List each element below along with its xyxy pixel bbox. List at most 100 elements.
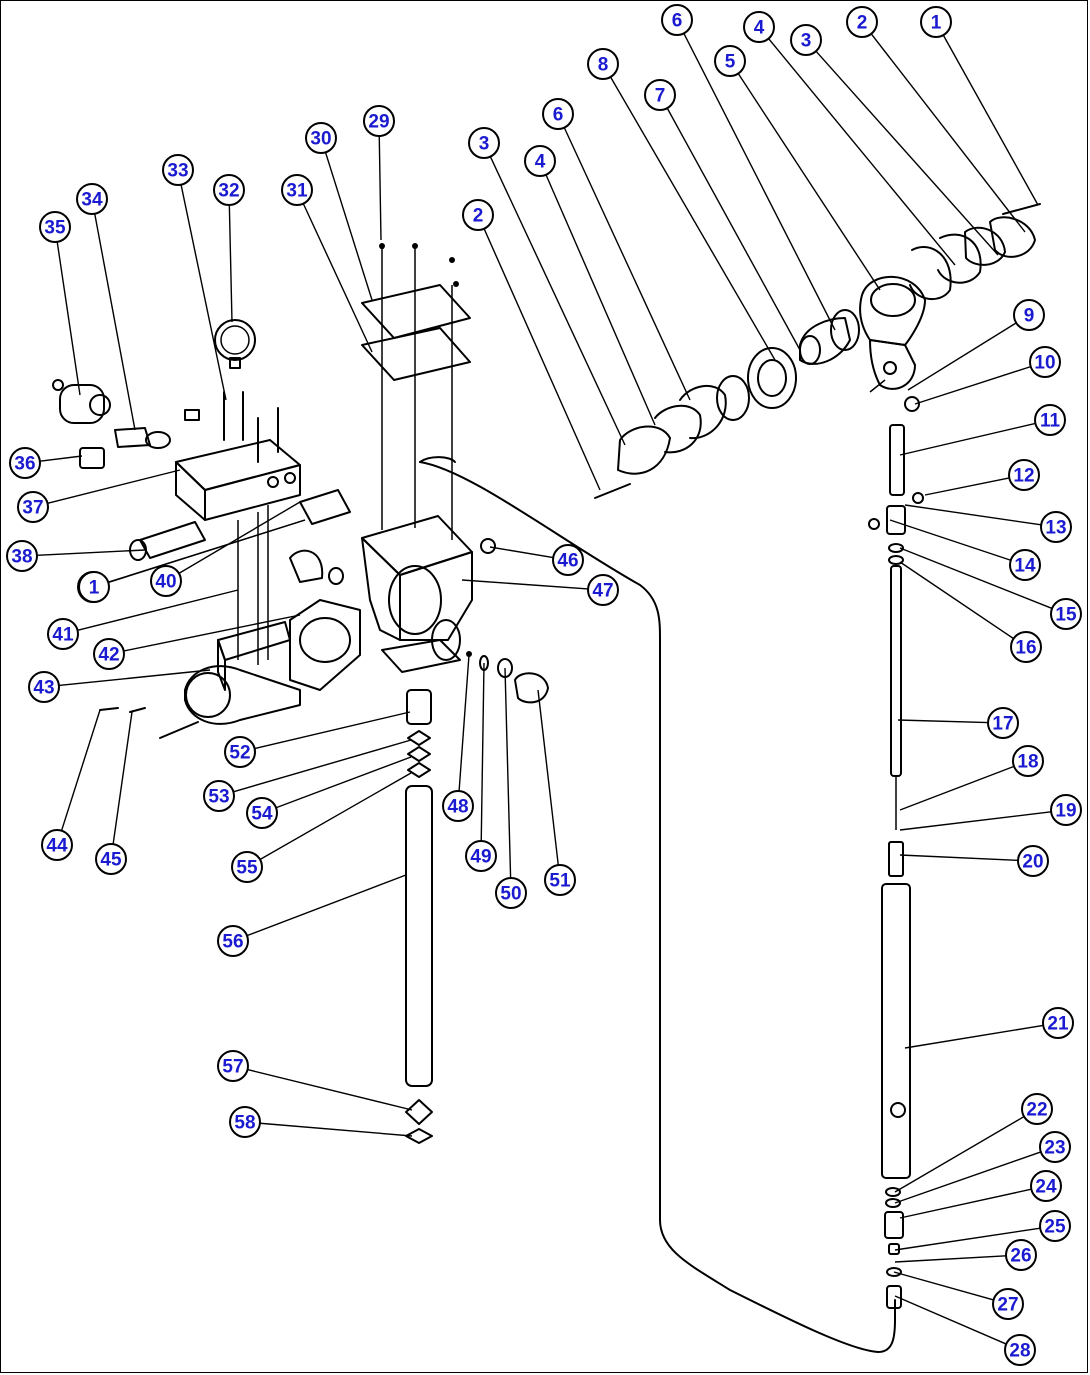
callout-circle (1017, 845, 1049, 877)
callout-circle (162, 154, 194, 186)
callout-circle (78, 571, 110, 603)
callout-37: 37 (17, 491, 49, 523)
callout-number: 45 (100, 850, 122, 871)
callout-circle (587, 48, 619, 80)
callout-circle (544, 864, 576, 896)
callout-number: 28 (1009, 1341, 1030, 1362)
callout-number: 27 (997, 1295, 1018, 1316)
callout-7: 7 (644, 79, 676, 111)
parts-artwork (52, 203, 1041, 1353)
callout-circle (39, 211, 71, 243)
callout-36: 36 (9, 447, 41, 479)
callout-number: 21 (1047, 1014, 1069, 1035)
leader-line-41 (77, 589, 239, 632)
callout-circle (229, 1106, 261, 1138)
callout-43: 43 (28, 671, 60, 703)
leader-line-1 (108, 519, 306, 584)
callout-number: 23 (1044, 1138, 1065, 1159)
callout-20: 20 (1017, 845, 1049, 877)
leader-line-37 (47, 469, 181, 505)
callout-circle (47, 618, 79, 650)
callout-number: 47 (592, 581, 613, 602)
callout-3: 3 (468, 127, 500, 159)
callout-29: 29 (363, 105, 395, 137)
callout-circle (465, 840, 497, 872)
callout-number: 38 (11, 547, 32, 568)
callout-21: 21 (1042, 1007, 1074, 1039)
callout-number: 37 (22, 498, 43, 519)
callout-31: 31 (281, 174, 313, 206)
callout-circle (305, 122, 337, 154)
callout-number: 48 (447, 797, 468, 818)
callout-34: 34 (76, 183, 108, 215)
leader-line-25 (894, 1227, 1041, 1251)
callout-number: 2 (473, 206, 484, 227)
leader-line-9 (907, 322, 1017, 391)
callout-circle (743, 11, 775, 43)
callout-circle (1040, 511, 1072, 543)
callout-circle (6, 540, 38, 572)
leader-line-49 (480, 662, 485, 842)
left-valve-assembly (52, 319, 361, 739)
callout-2: 2 (846, 6, 878, 38)
callout-56: 56 (217, 925, 249, 957)
callout-circle (1010, 631, 1042, 663)
callout-6: 6 (661, 4, 693, 36)
leader-line-28 (894, 1295, 1007, 1345)
leader-line-48 (458, 654, 470, 792)
callout-circle (203, 780, 235, 812)
callout-circle (462, 199, 494, 231)
callout-35: 35 (39, 211, 71, 243)
callout-circle (587, 574, 619, 606)
callout-number: 6 (672, 11, 683, 32)
callout-number: 40 (155, 572, 176, 593)
center-housing (361, 243, 549, 1144)
callout-number: 35 (44, 218, 66, 239)
leader-line-2 (870, 33, 1026, 233)
callout-number: 22 (1026, 1100, 1047, 1121)
callout-number: 3 (801, 31, 812, 52)
upper-right-assembly (594, 203, 1041, 499)
callout-8: 8 (587, 48, 619, 80)
callout-number: 17 (992, 714, 1013, 735)
callout-number: 34 (81, 190, 103, 211)
callout-circle (468, 127, 500, 159)
leader-line-16 (899, 561, 1014, 640)
callout-number: 57 (222, 1057, 243, 1078)
callout-12: 12 (1008, 459, 1040, 491)
callout-number: 2 (857, 13, 868, 34)
callout-32: 32 (213, 174, 245, 206)
leader-line-42 (123, 614, 301, 652)
callout-52: 52 (224, 736, 256, 768)
leader-line-38 (36, 549, 146, 556)
callout-number: 54 (251, 804, 273, 825)
leader-line-46 (489, 546, 554, 559)
callout-circle (920, 6, 952, 38)
callout-number: 36 (14, 454, 35, 475)
callout-40: 40 (150, 565, 182, 597)
callout-number: 29 (368, 112, 389, 133)
leader-line-29 (378, 135, 382, 241)
callout-circle (150, 565, 182, 597)
callout-circle (281, 174, 313, 206)
leader-line-14 (889, 519, 1011, 561)
leader-line-34 (94, 213, 136, 431)
callout-49: 49 (465, 840, 497, 872)
callout-10: 10 (1029, 346, 1061, 378)
leader-lines (36, 33, 1053, 1345)
callout-circle (987, 707, 1019, 739)
callout-number: 55 (236, 858, 258, 879)
callout-circle (442, 790, 474, 822)
leader-line-3 (489, 156, 626, 446)
callout-number: 56 (222, 932, 243, 953)
callout-5: 5 (714, 45, 746, 77)
callout-number: 4 (535, 152, 546, 173)
leader-line-35 (56, 241, 81, 396)
leader-line-50 (504, 667, 512, 879)
callout-number: 26 (1010, 1246, 1031, 1267)
callout-25: 25 (1039, 1210, 1071, 1242)
callout-number: 12 (1013, 466, 1034, 487)
callout-15: 15 (1050, 598, 1082, 630)
callout-number: 50 (500, 884, 521, 905)
